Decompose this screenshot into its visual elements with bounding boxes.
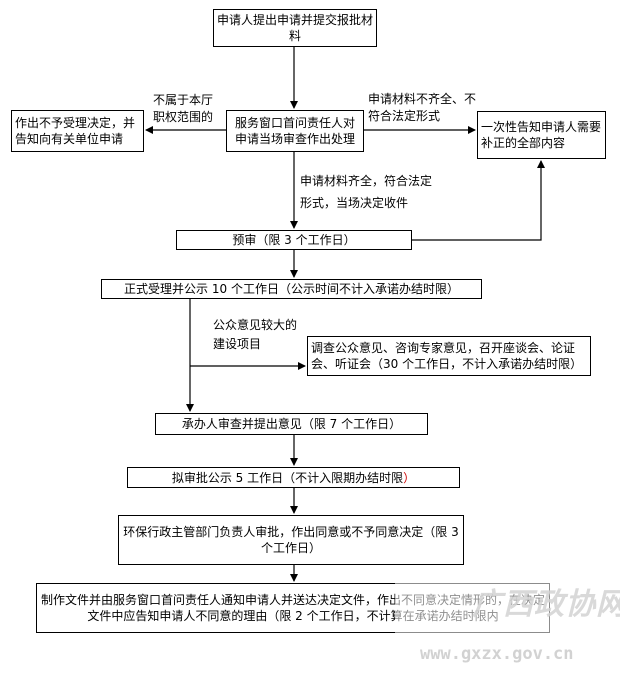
node-accept-publicize-text: 正式受理并公示 10 个工作日（公示时间不计入承诺办结时限）	[124, 282, 459, 296]
node-inform-supplement-text: 一次性告知申请人需要补正的全部内容	[481, 120, 602, 150]
label-complete: 申请材料齐全，符合法定形式，当场决定收件	[300, 174, 433, 210]
watermark-backdrop	[395, 583, 620, 655]
node-approve-decision-text: 环保行政主管部门负责人审批，作出同意或不予同意决定（限 3 个工作日）	[123, 525, 459, 555]
node-reject-decision: 作出不予受理决定，并告知向有关单位申请	[11, 110, 144, 152]
node-public-survey-text: 调查公众意见、咨询专家意见，召开座谈会、论证会、听证会（30 个工作日，不计入承…	[311, 341, 583, 371]
label-incomplete: 申请材料不齐全、不符合法定形式	[368, 92, 477, 123]
node-publicity-main-text: 拟审批公示 5 工作日（不计入限期办结时限	[171, 470, 404, 485]
watermark-url: www.gxzx.gov.cn	[420, 644, 574, 664]
label-major-project: 公众意见较大的建设项目	[213, 318, 298, 351]
node-review-opinion-text: 承办人审查并提出意见（限 7 个工作日）	[181, 417, 402, 431]
node-review-opinion: 承办人审查并提出意见（限 7 个工作日）	[155, 413, 428, 435]
node-publicity: 拟审批公示 5 工作日（不计入限期办结时限）	[127, 467, 460, 488]
edge-pretrial-to-inform	[412, 160, 545, 241]
node-submit-application: 申请人提出申请并提交报批材料	[213, 9, 377, 47]
node-reject-decision-text: 作出不予受理决定，并告知向有关单位申请	[15, 116, 136, 146]
watermark-site-name: 广西政协网	[472, 587, 620, 622]
node-window-check: 服务窗口首问责任人对申请当场审查作出处理	[226, 110, 364, 152]
node-publicity-text: 拟审批公示 5 工作日（不计入限期办结时限）	[172, 470, 415, 486]
node-pretrial-text: 预审（限 3 个工作日）	[232, 233, 356, 247]
node-inform-supplement: 一次性告知申请人需要补正的全部内容	[477, 111, 606, 159]
node-submit-application-text: 申请人提出申请并提交报批材料	[217, 13, 374, 43]
node-publicity-red-paren: ）	[403, 470, 416, 485]
label-not-in-scope: 不属于本厅职权范围的	[153, 93, 214, 124]
node-pretrial: 预审（限 3 个工作日）	[176, 230, 412, 250]
node-window-check-text: 服务窗口首问责任人对申请当场审查作出处理	[234, 116, 355, 146]
node-public-survey: 调查公众意见、咨询专家意见，召开座谈会、论证会、听证会（30 个工作日，不计入承…	[307, 336, 591, 376]
node-accept-publicize: 正式受理并公示 10 个工作日（公示时间不计入承诺办结时限）	[101, 279, 482, 299]
node-approve-decision: 环保行政主管部门负责人审批，作出同意或不予同意决定（限 3 个工作日）	[118, 515, 464, 565]
